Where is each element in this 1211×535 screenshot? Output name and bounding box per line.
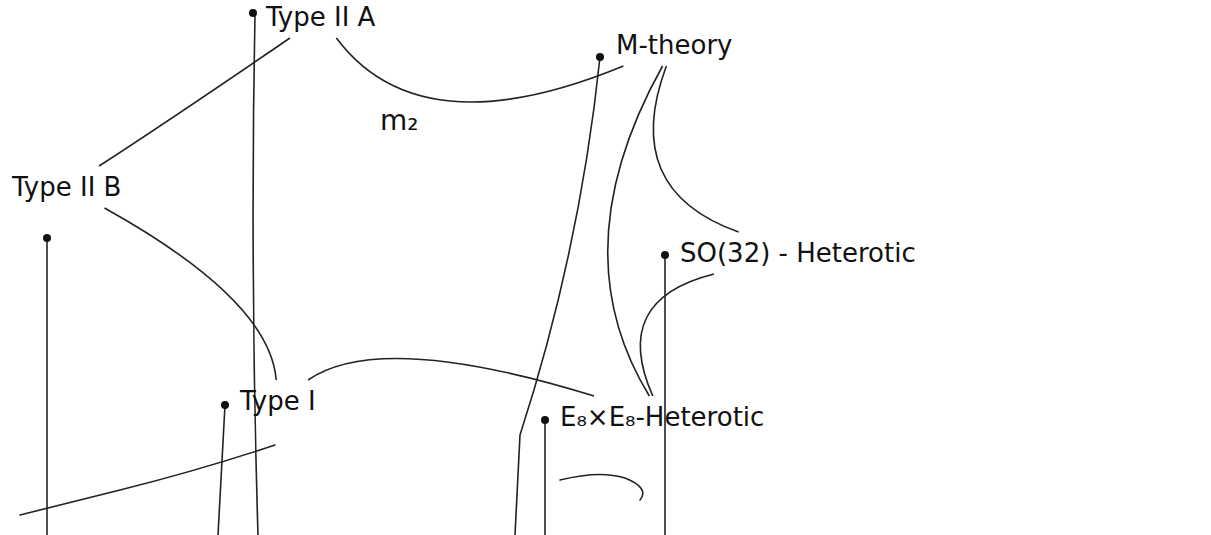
boundary-curve — [560, 474, 643, 500]
decompact-line — [46, 238, 48, 535]
point — [221, 401, 229, 409]
moduli-curve — [308, 358, 594, 396]
decompact-line — [515, 57, 600, 535]
decompact-line — [253, 13, 258, 535]
decompact-line — [544, 420, 546, 535]
theory-name: Type II B — [12, 172, 121, 202]
moduli-curve — [640, 274, 714, 396]
point — [43, 234, 51, 242]
theory-name: E₈×E₈-Heterotic — [560, 402, 764, 432]
moduli-curve — [336, 38, 623, 102]
point — [249, 9, 257, 17]
point-label: E₈×E₈-Heterotic — [556, 400, 768, 434]
point — [541, 416, 549, 424]
space-label: m₂ — [380, 104, 419, 137]
theory-name: Type I — [240, 386, 316, 416]
point-label: M-theory — [612, 28, 736, 62]
point-label: Type I — [236, 384, 320, 418]
moduli-curve — [104, 208, 276, 380]
point-label: SO(32) - Heterotic — [676, 236, 920, 270]
point-label: Type II A — [262, 0, 379, 34]
boundary-curve — [20, 445, 275, 515]
theory-name: SO(32) - Heterotic — [680, 238, 916, 268]
moduli-curve — [99, 38, 290, 166]
moduli-curve — [608, 66, 663, 396]
theory-name: Type II A — [266, 2, 375, 32]
point — [596, 53, 604, 61]
point — [661, 251, 669, 259]
decompact-line — [218, 405, 225, 535]
theory-name: M-theory — [616, 30, 732, 60]
point-label: Type II B — [8, 170, 125, 204]
moduli-curve — [653, 66, 738, 232]
